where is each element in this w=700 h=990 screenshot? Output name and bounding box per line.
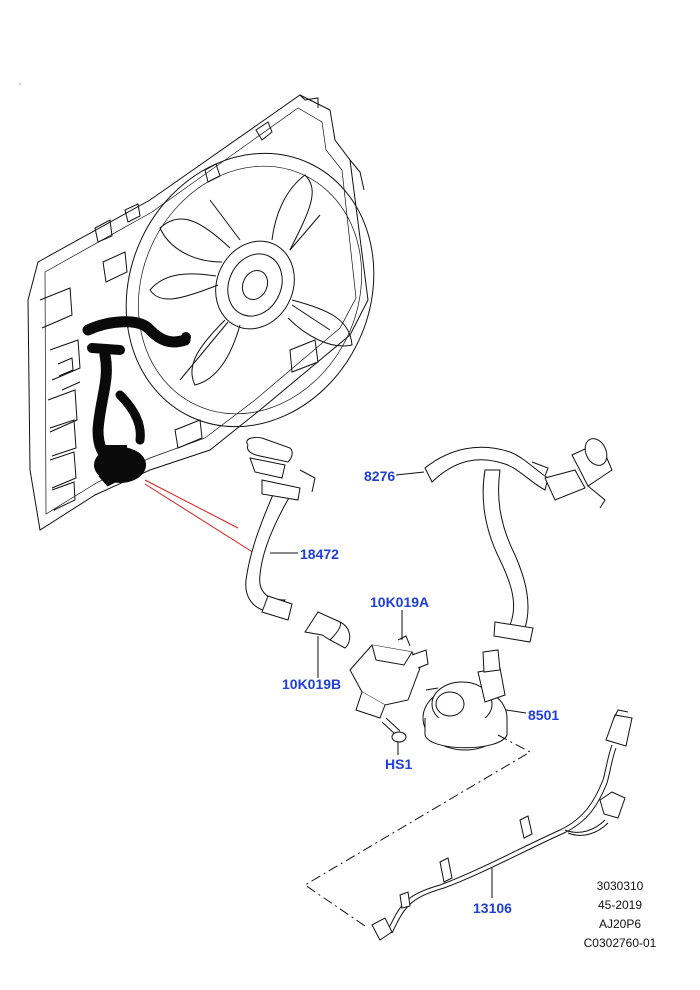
leader-8276 bbox=[395, 471, 425, 476]
scan-speck bbox=[19, 83, 21, 85]
callout-10K019A: 10K019A bbox=[370, 594, 430, 610]
callout-HS1: HS1 bbox=[385, 756, 413, 772]
callout-13106: 13106 bbox=[473, 900, 512, 916]
callout-8276: 8276 bbox=[364, 468, 396, 484]
hose-18472-drawing bbox=[245, 437, 316, 621]
reference-info-block: 3030310 45-2019 AJ20P6 C0302760-01 bbox=[560, 877, 680, 953]
installed-pump-highlight bbox=[94, 332, 191, 487]
info-line-1: 3030310 bbox=[596, 879, 644, 893]
detail-leader-lines bbox=[144, 479, 263, 559]
leader-8501 bbox=[505, 709, 527, 714]
callout-10K019B: 10K019B bbox=[282, 676, 342, 692]
info-line-2: 45-2019 bbox=[597, 898, 643, 912]
harness-13106-drawing bbox=[371, 709, 633, 941]
bracket-10K019A-drawing bbox=[349, 635, 429, 719]
info-line-3: AJ20P6 bbox=[598, 917, 642, 931]
callout-8501: 8501 bbox=[528, 707, 560, 723]
bracket-10K019B-drawing bbox=[304, 611, 351, 649]
callout-leaders bbox=[270, 471, 527, 898]
screw-HS1-drawing bbox=[381, 717, 407, 743]
hose-8276-drawing bbox=[424, 438, 613, 643]
pump-8501-drawing bbox=[422, 649, 508, 751]
info-line-4: C0302760-01 bbox=[583, 936, 657, 950]
callout-18472: 18472 bbox=[300, 546, 339, 562]
fan-shroud-assembly bbox=[27, 94, 375, 531]
installed-hose-highlight bbox=[82, 316, 191, 466]
harness-connection-dashline bbox=[304, 734, 532, 929]
